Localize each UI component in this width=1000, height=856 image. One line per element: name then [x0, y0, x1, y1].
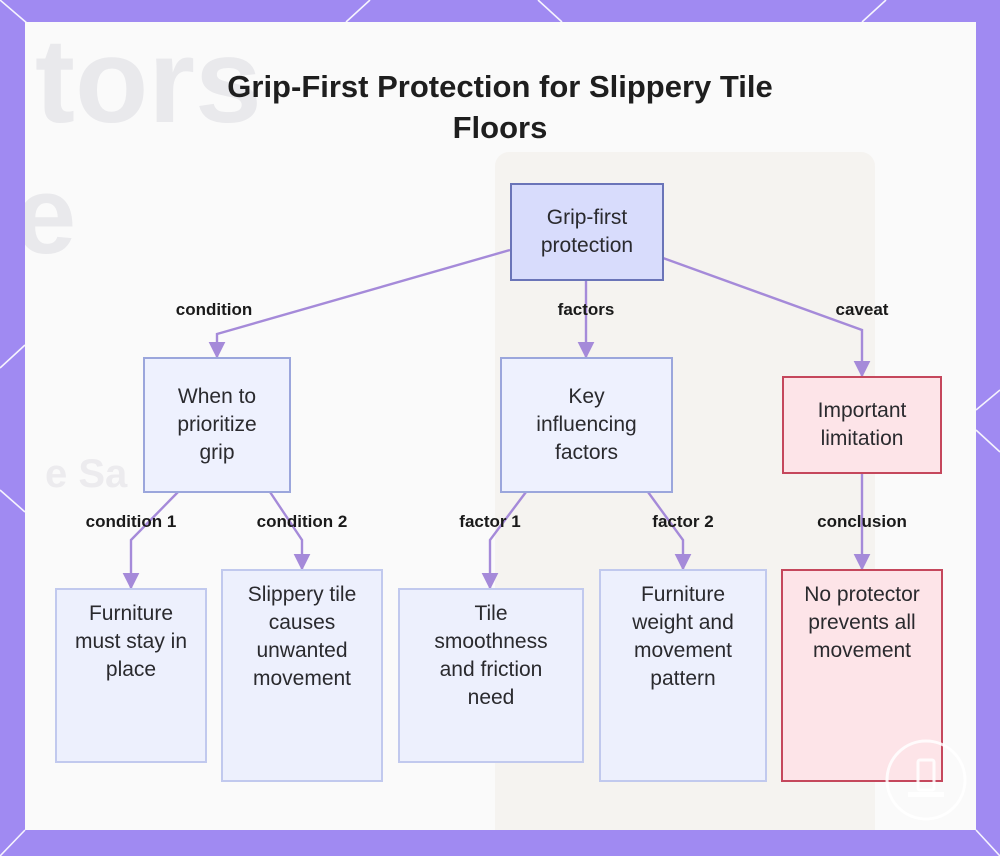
edge-label-caveat: caveat: [836, 300, 889, 320]
edge-label-condition-2: condition 2: [257, 512, 348, 532]
node-label: No protector prevents all movement: [799, 581, 925, 665]
watermark-logo-icon: [884, 738, 968, 822]
node-key-factors: Key influencing factors: [500, 357, 673, 493]
node-important-limitation: Important limitation: [782, 376, 942, 474]
node-label: Furniture weight and movement pattern: [615, 581, 751, 693]
node-tile-smoothness: Tile smoothness and friction need: [398, 588, 584, 763]
edge-factor-1: [490, 492, 526, 588]
node-label: Grip-first protection: [524, 204, 650, 260]
node-furniture-stay: Furniture must stay in place: [55, 588, 207, 763]
node-label: Slippery tile causes unwanted movement: [235, 581, 369, 693]
edge-label-condition-1: condition 1: [86, 512, 177, 532]
node-label: Furniture must stay in place: [69, 600, 193, 684]
node-when-to-prioritize: When to prioritize grip: [143, 357, 291, 493]
edge-condition-1: [131, 492, 178, 588]
node-label: Key influencing factors: [530, 383, 643, 467]
edge-label-factor-2: factor 2: [652, 512, 713, 532]
node-label: Tile smoothness and friction need: [418, 600, 564, 712]
node-furniture-weight: Furniture weight and movement pattern: [599, 569, 767, 782]
edge-condition: [217, 250, 510, 357]
node-slippery-tile: Slippery tile causes unwanted movement: [221, 569, 383, 782]
node-label: Important limitation: [798, 397, 926, 453]
edge-label-conclusion: conclusion: [817, 512, 907, 532]
node-label: When to prioritize grip: [163, 383, 271, 467]
edge-label-condition: condition: [176, 300, 252, 320]
edge-caveat: [663, 258, 862, 376]
edge-label-factor-1: factor 1: [459, 512, 520, 532]
edge-label-factors: factors: [558, 300, 615, 320]
node-grip-first-protection: Grip-first protection: [510, 183, 664, 281]
